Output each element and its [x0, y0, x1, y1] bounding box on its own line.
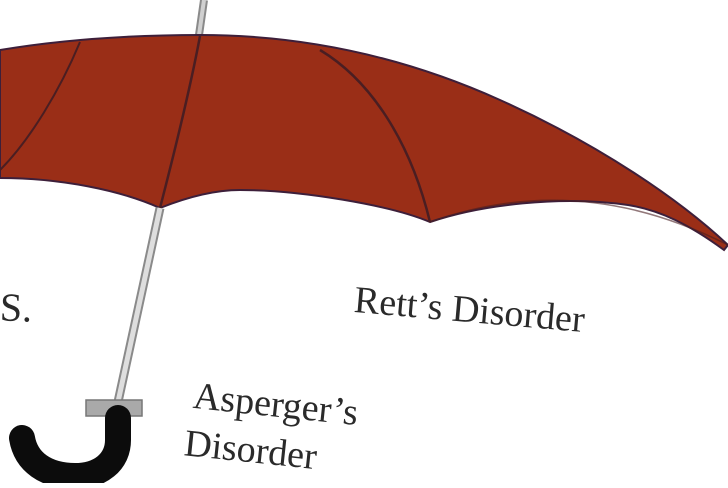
label-asperger-disorder: Asperger’s Disorder [186, 372, 360, 485]
umbrella-handle [22, 418, 118, 476]
umbrella-shaft-highlight [118, 208, 160, 402]
label-left-partial: S. [0, 287, 33, 328]
umbrella-canopy [0, 35, 728, 250]
